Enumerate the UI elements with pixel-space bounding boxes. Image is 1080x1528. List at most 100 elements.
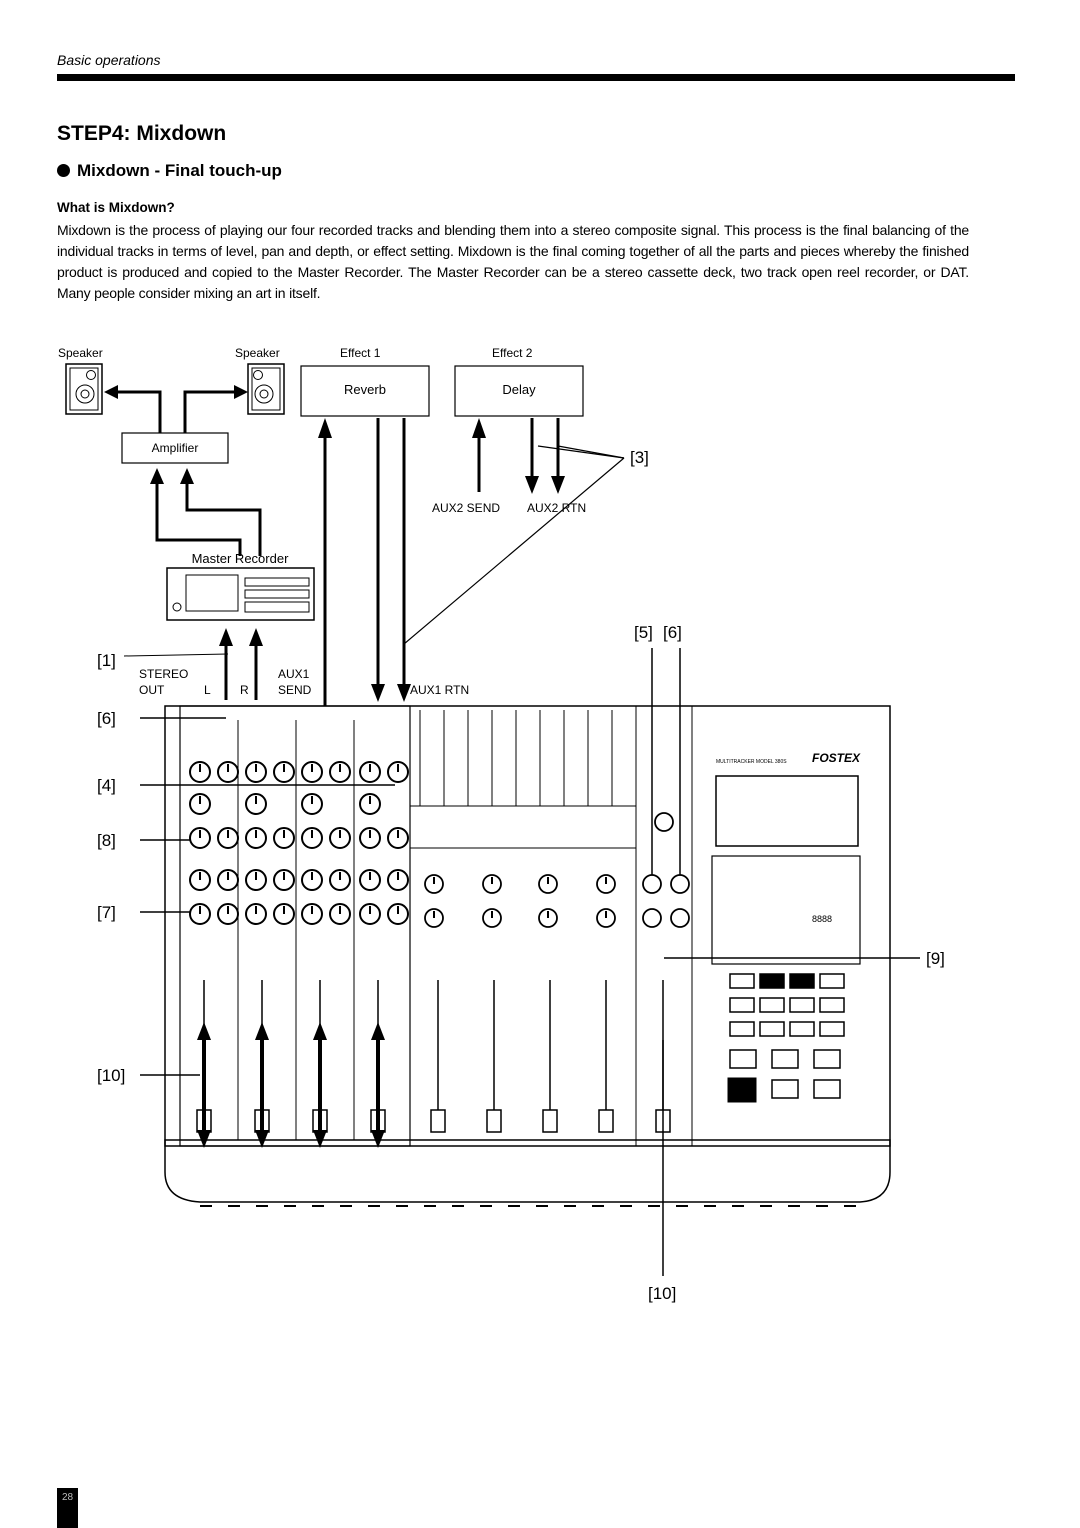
master-recorder-icon	[166, 567, 315, 621]
level-arrow-up	[197, 1022, 211, 1040]
arrow-aux1-rtn-r	[397, 684, 411, 702]
arrow-aux1-send	[318, 418, 332, 438]
function-button	[819, 1021, 845, 1037]
speaker-left-label: Speaker	[58, 346, 103, 360]
speaker-cables	[112, 390, 240, 435]
level-arrow-up	[371, 1022, 385, 1040]
input-channel-strips	[237, 720, 355, 1140]
callout-4: [4]	[97, 776, 116, 795]
fader-knob	[542, 1109, 558, 1133]
effect1-box	[300, 365, 430, 417]
stop-button	[813, 1079, 841, 1099]
effect1-title: Effect 1	[340, 346, 381, 360]
callout-1: [1]	[97, 651, 116, 670]
function-button	[819, 997, 845, 1013]
speaker-left-icon	[65, 363, 103, 415]
arrow-to-right-speaker	[234, 385, 248, 399]
function-button	[729, 973, 755, 989]
arrow-to-amp-l	[150, 468, 164, 484]
level-arrow-up	[313, 1022, 327, 1040]
aux1-label: AUX1	[278, 667, 310, 681]
callout-9: [9]	[926, 949, 945, 968]
function-button	[729, 997, 755, 1013]
fader-knob	[430, 1109, 446, 1133]
play-button	[771, 1079, 799, 1099]
page-number: 28	[57, 1488, 78, 1528]
arrow-stereo-out-r	[249, 628, 263, 646]
level-arrow-up	[255, 1022, 269, 1040]
arrow-aux2-rtn-r	[551, 476, 565, 494]
speaker-right-icon	[247, 363, 285, 415]
effect2-name: Delay	[502, 382, 536, 397]
out-label: OUT	[139, 683, 165, 697]
arrow-to-amp-r	[180, 468, 194, 484]
knob-icon	[670, 908, 690, 928]
function-button	[789, 973, 815, 989]
arrow-aux2-send	[472, 418, 486, 438]
function-button	[759, 997, 785, 1013]
meter-display	[711, 855, 861, 965]
knob-icon	[654, 812, 674, 832]
arrow-stereo-out-l	[219, 628, 233, 646]
bullet-icon	[57, 164, 70, 177]
effect2-box	[454, 365, 584, 417]
callout-3-leader	[403, 445, 625, 645]
model-label: MULTITRACKER MODEL 380S	[716, 759, 787, 765]
header-rule	[57, 74, 1015, 81]
function-button	[729, 1021, 755, 1037]
bus-section-lines	[410, 710, 636, 849]
function-button	[759, 973, 785, 989]
transport-button	[813, 1049, 841, 1069]
transport-button	[729, 1049, 757, 1069]
body-paragraph: Mixdown is the process of playing our fo…	[57, 222, 969, 301]
effect1-cables	[323, 418, 406, 706]
master-recorder-label: Master Recorder	[192, 551, 289, 566]
mixer-body	[164, 705, 891, 1207]
aux2-send-label: AUX2 SEND	[432, 501, 500, 515]
subsection-title-text: Mixdown - Final touch-up	[77, 161, 282, 180]
arrow-aux2-rtn-l	[525, 476, 539, 494]
level-arrow-down	[313, 1130, 327, 1148]
effect2-title: Effect 2	[492, 346, 533, 360]
callout-3: [3]	[630, 448, 649, 467]
knob-icon	[642, 874, 662, 894]
callout-6-left: [6]	[97, 709, 116, 728]
knob-icon	[670, 874, 690, 894]
amplifier-box	[121, 432, 229, 464]
aux1-rtn-label: AUX1 RTN	[410, 683, 469, 697]
callout-10-left: [10]	[97, 1066, 125, 1085]
fader-knob	[598, 1109, 614, 1133]
amplifier-label: Amplifier	[152, 441, 199, 455]
out-l-label: L	[204, 683, 211, 697]
function-button	[819, 973, 845, 989]
callout-8: [8]	[97, 831, 116, 850]
aux1-send-label: SEND	[278, 683, 312, 697]
arrow-to-left-speaker	[104, 385, 118, 399]
level-arrow-down	[197, 1130, 211, 1148]
brand-logo: FOSTEX	[812, 751, 861, 765]
transport-button	[771, 1049, 799, 1069]
function-button	[789, 1021, 815, 1037]
callout-5: [5]	[634, 623, 653, 642]
stereo-out-cables	[224, 640, 258, 700]
speaker-right-label: Speaker	[235, 346, 280, 360]
stereo-label: STEREO	[139, 667, 188, 681]
out-r-label: R	[240, 683, 249, 697]
effect1-name: Reverb	[344, 382, 386, 397]
step-title: STEP4: Mixdown	[57, 122, 227, 145]
subsection-title: Mixdown - Final touch-up	[57, 161, 282, 181]
mixdown-diagram: Speaker Speaker Amplifier Master Recorde…	[58, 346, 945, 1303]
fader-knob	[486, 1109, 502, 1133]
callout-6-right: [6]	[663, 623, 682, 642]
effect2-cables	[477, 418, 560, 492]
section-header: Basic operations	[57, 52, 161, 68]
faders	[196, 980, 671, 1148]
knob-rows	[189, 761, 690, 928]
arrow-aux1-rtn-l	[371, 684, 385, 702]
recorder-to-amp-cables	[155, 478, 262, 556]
left-callout-leaders	[140, 717, 395, 1076]
counter-display: 8888	[812, 914, 832, 924]
callout-1-leader	[123, 653, 229, 657]
callout-7: [7]	[97, 903, 116, 922]
aux2-rtn-label: AUX2 RTN	[527, 501, 586, 515]
